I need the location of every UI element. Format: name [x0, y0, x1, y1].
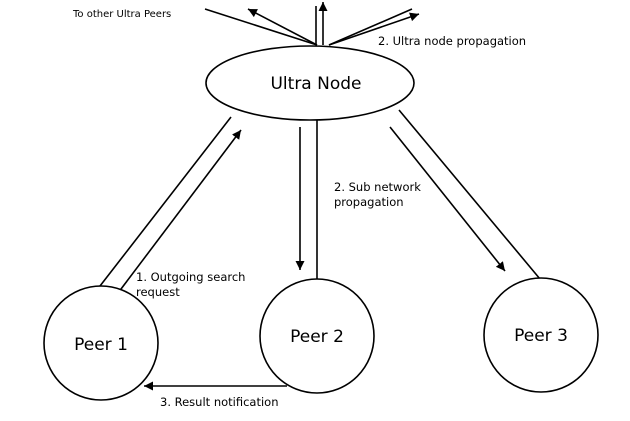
edge-ultra-peer3-arrow	[389, 126, 506, 272]
edge-peer1-outgoing-request-arrow	[117, 129, 242, 294]
edge-ultra-to-other-peers-right	[328, 12, 420, 46]
peer-2-node: Peer 2	[259, 278, 375, 394]
edge-ultra-to-other-peers-left	[247, 8, 318, 46]
ultra-node-label: Ultra Node	[270, 74, 361, 94]
peer-1-node: Peer 1	[43, 285, 159, 401]
sub-network-label-line2: propagation	[334, 195, 404, 209]
edge-ultra-peer3	[398, 109, 541, 280]
peer-1-label: Peer 1	[74, 335, 128, 355]
to-other-ultra-peers-label: To other Ultra Peers	[72, 9, 171, 20]
edge-incoming-from-other-peers-right	[328, 8, 413, 46]
peer-3-node: Peer 3	[483, 277, 599, 393]
result-notification-label: 3. Result notification	[160, 395, 279, 409]
ultra-node: Ultra Node	[205, 45, 415, 121]
edge-incoming-from-other-peers-left	[204, 8, 318, 46]
peer-3-label: Peer 3	[514, 326, 568, 346]
outgoing-request-label-line2: request	[136, 285, 180, 299]
peer-2-label: Peer 2	[290, 327, 344, 347]
sub-network-label-line1: 2. Sub network	[334, 180, 421, 194]
edge-peer1-ultra	[99, 116, 232, 287]
ultra-propagation-label: 2. Ultra node propagation	[378, 34, 526, 48]
outgoing-request-label-line1: 1. Outgoing search	[136, 270, 245, 284]
